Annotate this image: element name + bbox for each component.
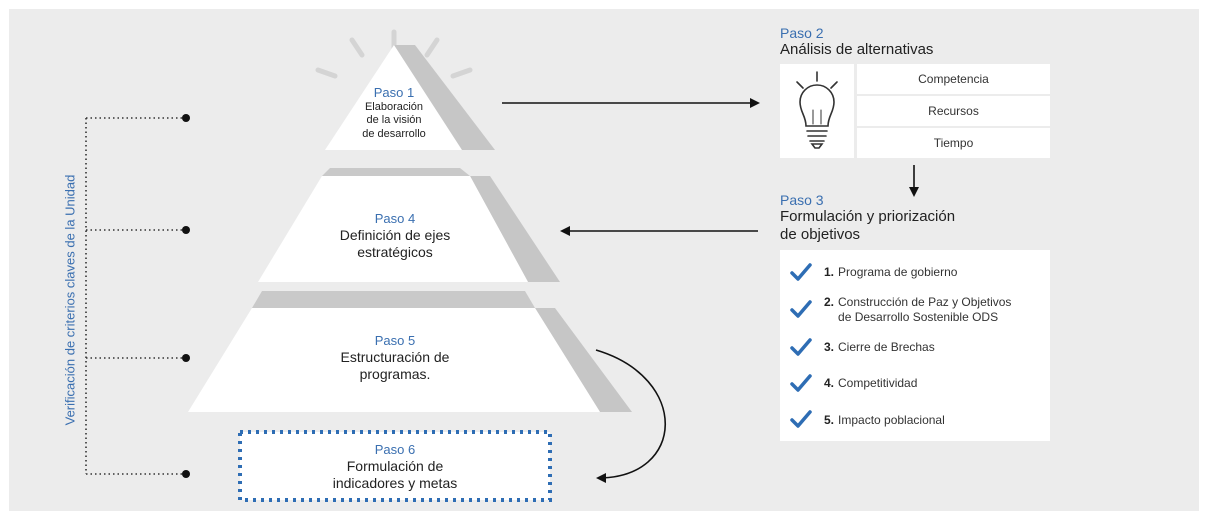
tier3-top bbox=[252, 291, 535, 308]
objective-text: Impacto poblacional bbox=[838, 413, 945, 427]
paso1-line-3: de desarrollo bbox=[362, 127, 426, 140]
objective-item-5: 5. Impacto poblacional bbox=[824, 413, 945, 428]
paso4-line-2: estratégicos bbox=[357, 243, 433, 260]
paso4-title: Paso 4 bbox=[374, 211, 416, 226]
checkmark-icon bbox=[790, 263, 812, 281]
paso4-text: Paso 4 Definición de ejes estratégicos bbox=[300, 211, 490, 261]
objective-number: 2. bbox=[824, 295, 835, 309]
bracket-dots bbox=[182, 114, 190, 478]
objectives-panel bbox=[780, 250, 1050, 441]
objective-item-3: 3. Cierre de Brechas bbox=[824, 340, 935, 355]
objective-text: Construcción de Paz y Objetivos de Desar… bbox=[838, 295, 1011, 325]
paso5-title: Paso 5 bbox=[374, 333, 416, 348]
checkmark-icon bbox=[790, 300, 812, 318]
paso1-text: Paso 1 Elaboración de la visión de desar… bbox=[333, 85, 455, 141]
objective-number: 5. bbox=[824, 413, 835, 427]
option-competencia: Competencia bbox=[857, 64, 1050, 94]
objective-text-line-2: de Desarrollo Sostenible ODS bbox=[838, 310, 999, 324]
objective-text: Competitividad bbox=[838, 376, 918, 390]
paso1-title: Paso 1 bbox=[373, 85, 415, 100]
paso6-box bbox=[240, 432, 550, 500]
objective-number: 4. bbox=[824, 376, 835, 390]
tier1-face bbox=[325, 45, 462, 150]
paso5-line-2: programas. bbox=[359, 365, 431, 382]
left-bracket bbox=[85, 117, 184, 475]
objective-item-4: 4. Competitividad bbox=[824, 376, 917, 391]
tier3-face bbox=[188, 308, 600, 412]
tier2-shadow bbox=[470, 176, 560, 282]
tier2-top bbox=[322, 168, 470, 176]
paso5-line-1: Estructuración de bbox=[340, 348, 450, 365]
paso5-text: Paso 5 Estructuración de programas. bbox=[290, 333, 500, 383]
checkmark-icon bbox=[790, 374, 812, 392]
tier2-face bbox=[258, 176, 528, 282]
objective-item-2: 2. Construcción de Paz y Objetivos de De… bbox=[824, 295, 1011, 325]
paso2-title: Paso 2 bbox=[780, 25, 824, 41]
objective-text-line-1: Construcción de Paz y Objetivos bbox=[838, 295, 1012, 309]
paso3-subtitle-line-2: de objetivos bbox=[780, 226, 861, 243]
option-recursos: Recursos bbox=[857, 96, 1050, 126]
paso2-subtitle: Análisis de alternativas bbox=[780, 41, 934, 58]
objective-text: Programa de gobierno bbox=[838, 265, 958, 279]
tier3-shadow bbox=[535, 308, 632, 412]
paso6-title: Paso 6 bbox=[374, 442, 416, 457]
checkmark-icon bbox=[790, 338, 812, 356]
paso1-line-2: de la visión bbox=[366, 114, 422, 127]
paso6-text: Paso 6 Formulación de indicadores y meta… bbox=[240, 442, 550, 492]
paso1-line-1: Elaboración bbox=[364, 100, 424, 113]
paso3-subtitle-line-1: Formulación y priorización bbox=[780, 208, 956, 225]
paso6-dotted-border bbox=[238, 430, 552, 502]
option-tiempo: Tiempo bbox=[857, 128, 1050, 158]
lightbulb-icon bbox=[796, 71, 838, 149]
checkmark-icon bbox=[790, 410, 812, 428]
objectives-list: 1. Programa de gobierno 2. Construcción … bbox=[790, 258, 1045, 438]
objective-number: 3. bbox=[824, 340, 835, 354]
objective-item-1: 1. Programa de gobierno bbox=[824, 265, 957, 280]
paso6-line-2: indicadores y metas bbox=[332, 474, 458, 491]
arrow-paso5-to-paso6 bbox=[595, 349, 666, 483]
paso4-line-1: Definición de ejes bbox=[339, 226, 451, 243]
tier1-shadow bbox=[394, 45, 495, 150]
objective-text: Cierre de Brechas bbox=[838, 340, 935, 354]
paso3-title: Paso 3 bbox=[780, 192, 824, 208]
objective-number: 1. bbox=[824, 265, 835, 279]
vertical-criteria-label: Verificación de criterios claves de la U… bbox=[62, 174, 78, 426]
paso6-line-1: Formulación de bbox=[346, 457, 444, 474]
